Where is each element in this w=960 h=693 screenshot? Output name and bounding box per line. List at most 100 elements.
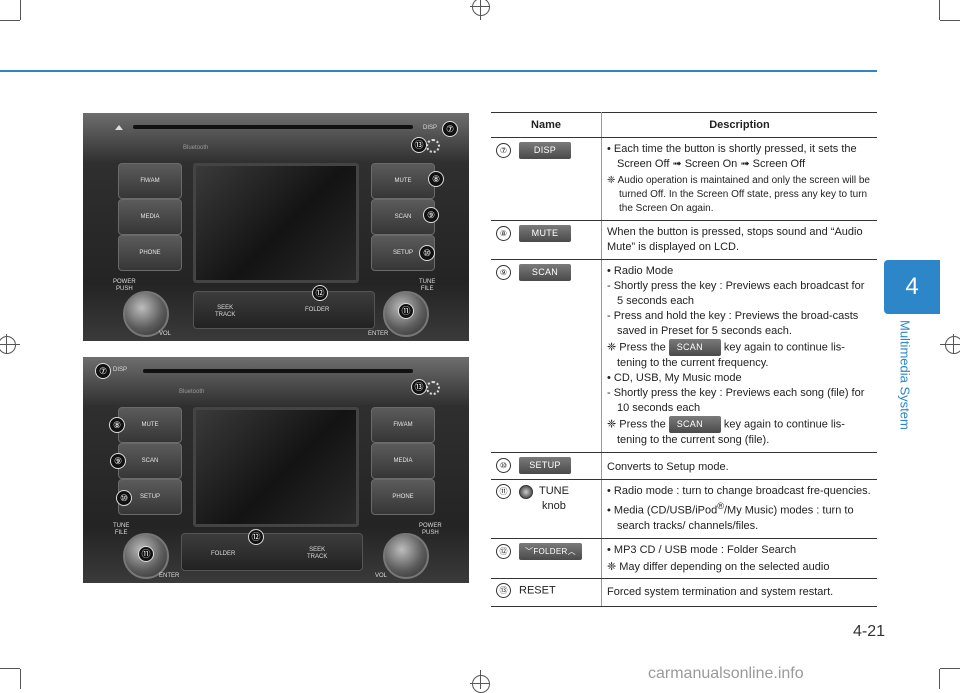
cd-slot [143,369,413,373]
name-cell: ⑫ ﹀FOLDER︿ [491,538,602,579]
disp-key-icon: DISP [519,142,571,159]
mute-button: MUTE [371,163,435,199]
reset-hole-icon [426,381,440,395]
note-text: key again to continue lis-tening to the … [617,418,845,446]
callout-7: ⑦ [95,363,111,379]
seek-folder-strip [193,291,375,329]
desc-note: ❈ Press the SCAN key again to continue l… [607,339,872,371]
crop-mark [20,669,21,689]
tune-label: TUNE FILE [113,523,130,536]
cd-slot [133,125,413,129]
mute-key-icon: MUTE [519,225,571,242]
desc-line: • Media (CD/USB/iPod®/My Music) modes : … [607,499,872,534]
volume-knob [383,533,429,579]
callout-13: ⑬ [411,379,427,395]
registration-circle [945,336,960,354]
desc-note: ❈ Audio operation is maintained and only… [607,175,870,214]
seek-label: SEEK TRACK [307,547,328,560]
callout-12: ⑫ [248,529,264,545]
desc-line: - Shortly press the key : Previews each … [607,280,865,307]
desc-text: • Media (CD/USB/iPod [607,504,718,517]
header-description: Description [601,112,877,138]
seek-label: SEEK TRACK [215,305,236,318]
enter-label: ENTER [368,331,389,337]
desc-line: When the button is pressed, stops sound … [607,226,863,253]
desc-line: - Shortly press the key : Previews each … [607,387,865,414]
disp-label: DISP [113,367,128,373]
callout-8: ⑧ [428,171,444,187]
name-cell: ⑨ SCAN [491,259,602,453]
crop-mark [939,669,940,689]
crop-mark [940,668,960,669]
setup-key-icon: SETUP [519,457,571,474]
note-text: ❈ Press the [607,418,666,431]
item-name: TUNE knob [539,485,569,512]
crop-mark [939,0,940,20]
desc-line: • Each time the button is shortly presse… [607,143,857,170]
power-label: POWER PUSH [419,523,442,536]
description-cell: • MP3 CD / USB mode : Folder Search ❈ Ma… [601,538,877,579]
desc-line: • CD, USB, My Music mode [607,372,742,384]
header-rule [0,70,877,72]
media-button: MEDIA [371,443,435,479]
disp-label: DISP [423,125,438,131]
callout-13: ⑬ [411,137,427,153]
table-row: ⑧ MUTE When the button is pressed, stops … [491,220,877,260]
name-cell: ⑪ TUNE knob [491,479,602,539]
power-label: POWER PUSH [113,279,136,292]
callout-9: ⑨ [110,453,126,469]
registered-mark: ® [717,501,724,511]
table-row: ⑪ TUNE knob • Radio mode : turn to change… [491,479,877,539]
media-button: MEDIA [118,199,182,235]
scan-key-icon: SCAN [519,264,571,281]
desc-note: ❈ May differ depending on the selected a… [607,560,830,573]
callout-11: ⑪ [138,546,154,562]
item-number: ⑧ [496,226,511,241]
desc-line: Forced system termination and system res… [607,585,834,598]
item-number: ⑩ [496,458,511,473]
bluetooth-label: Bluetooth [183,145,209,151]
callout-7: ⑦ [442,121,458,137]
phone-button: PHONE [118,235,182,271]
crop-mark [940,20,960,21]
note-text: key again to continue lis-tening to the … [617,341,845,369]
scan-key-icon: SCAN [668,339,721,356]
callout-10: ⑩ [116,490,132,506]
display-screen [193,163,359,283]
watermark: carmanualsonline.info [648,665,804,682]
fm-am-button: FM/AM [371,407,435,443]
folder-key-icon: ﹀FOLDER︿ [519,542,582,560]
callout-8: ⑧ [109,417,125,433]
note-text: ❈ Press the [607,341,666,354]
description-cell: Forced system termination and system res… [601,578,877,607]
scan-key-icon: SCAN [668,416,721,433]
folder-key-label: FOLDER [533,546,568,556]
desc-line: • MP3 CD / USB mode : Folder Search [607,543,797,556]
item-number: ⑨ [496,265,511,280]
reset-hole-icon [426,139,440,153]
scan-button: SCAN [118,443,182,479]
item-number: ⑪ [496,484,511,499]
bluetooth-label: Bluetooth [179,389,205,395]
volume-knob [123,291,169,337]
tune-knob-icon [519,484,533,499]
desc-line: • Radio mode : turn to change broadcast … [607,485,871,497]
chapter-title: Multimedia System [897,320,913,430]
item-number: ⑬ [496,582,511,598]
vol-label: VOL [375,573,388,579]
desc-note: ❈ Press the SCAN key again to continue l… [607,416,872,448]
description-cell: When the button is pressed, stops sound … [601,220,877,260]
folder-label: FOLDER [305,307,330,313]
crop-mark [20,0,21,20]
callout-12: ⑫ [312,285,328,301]
registration-circle [0,336,16,354]
phone-button: PHONE [371,479,435,515]
registration-circle [472,675,490,693]
item-number: ⑫ [496,543,511,559]
